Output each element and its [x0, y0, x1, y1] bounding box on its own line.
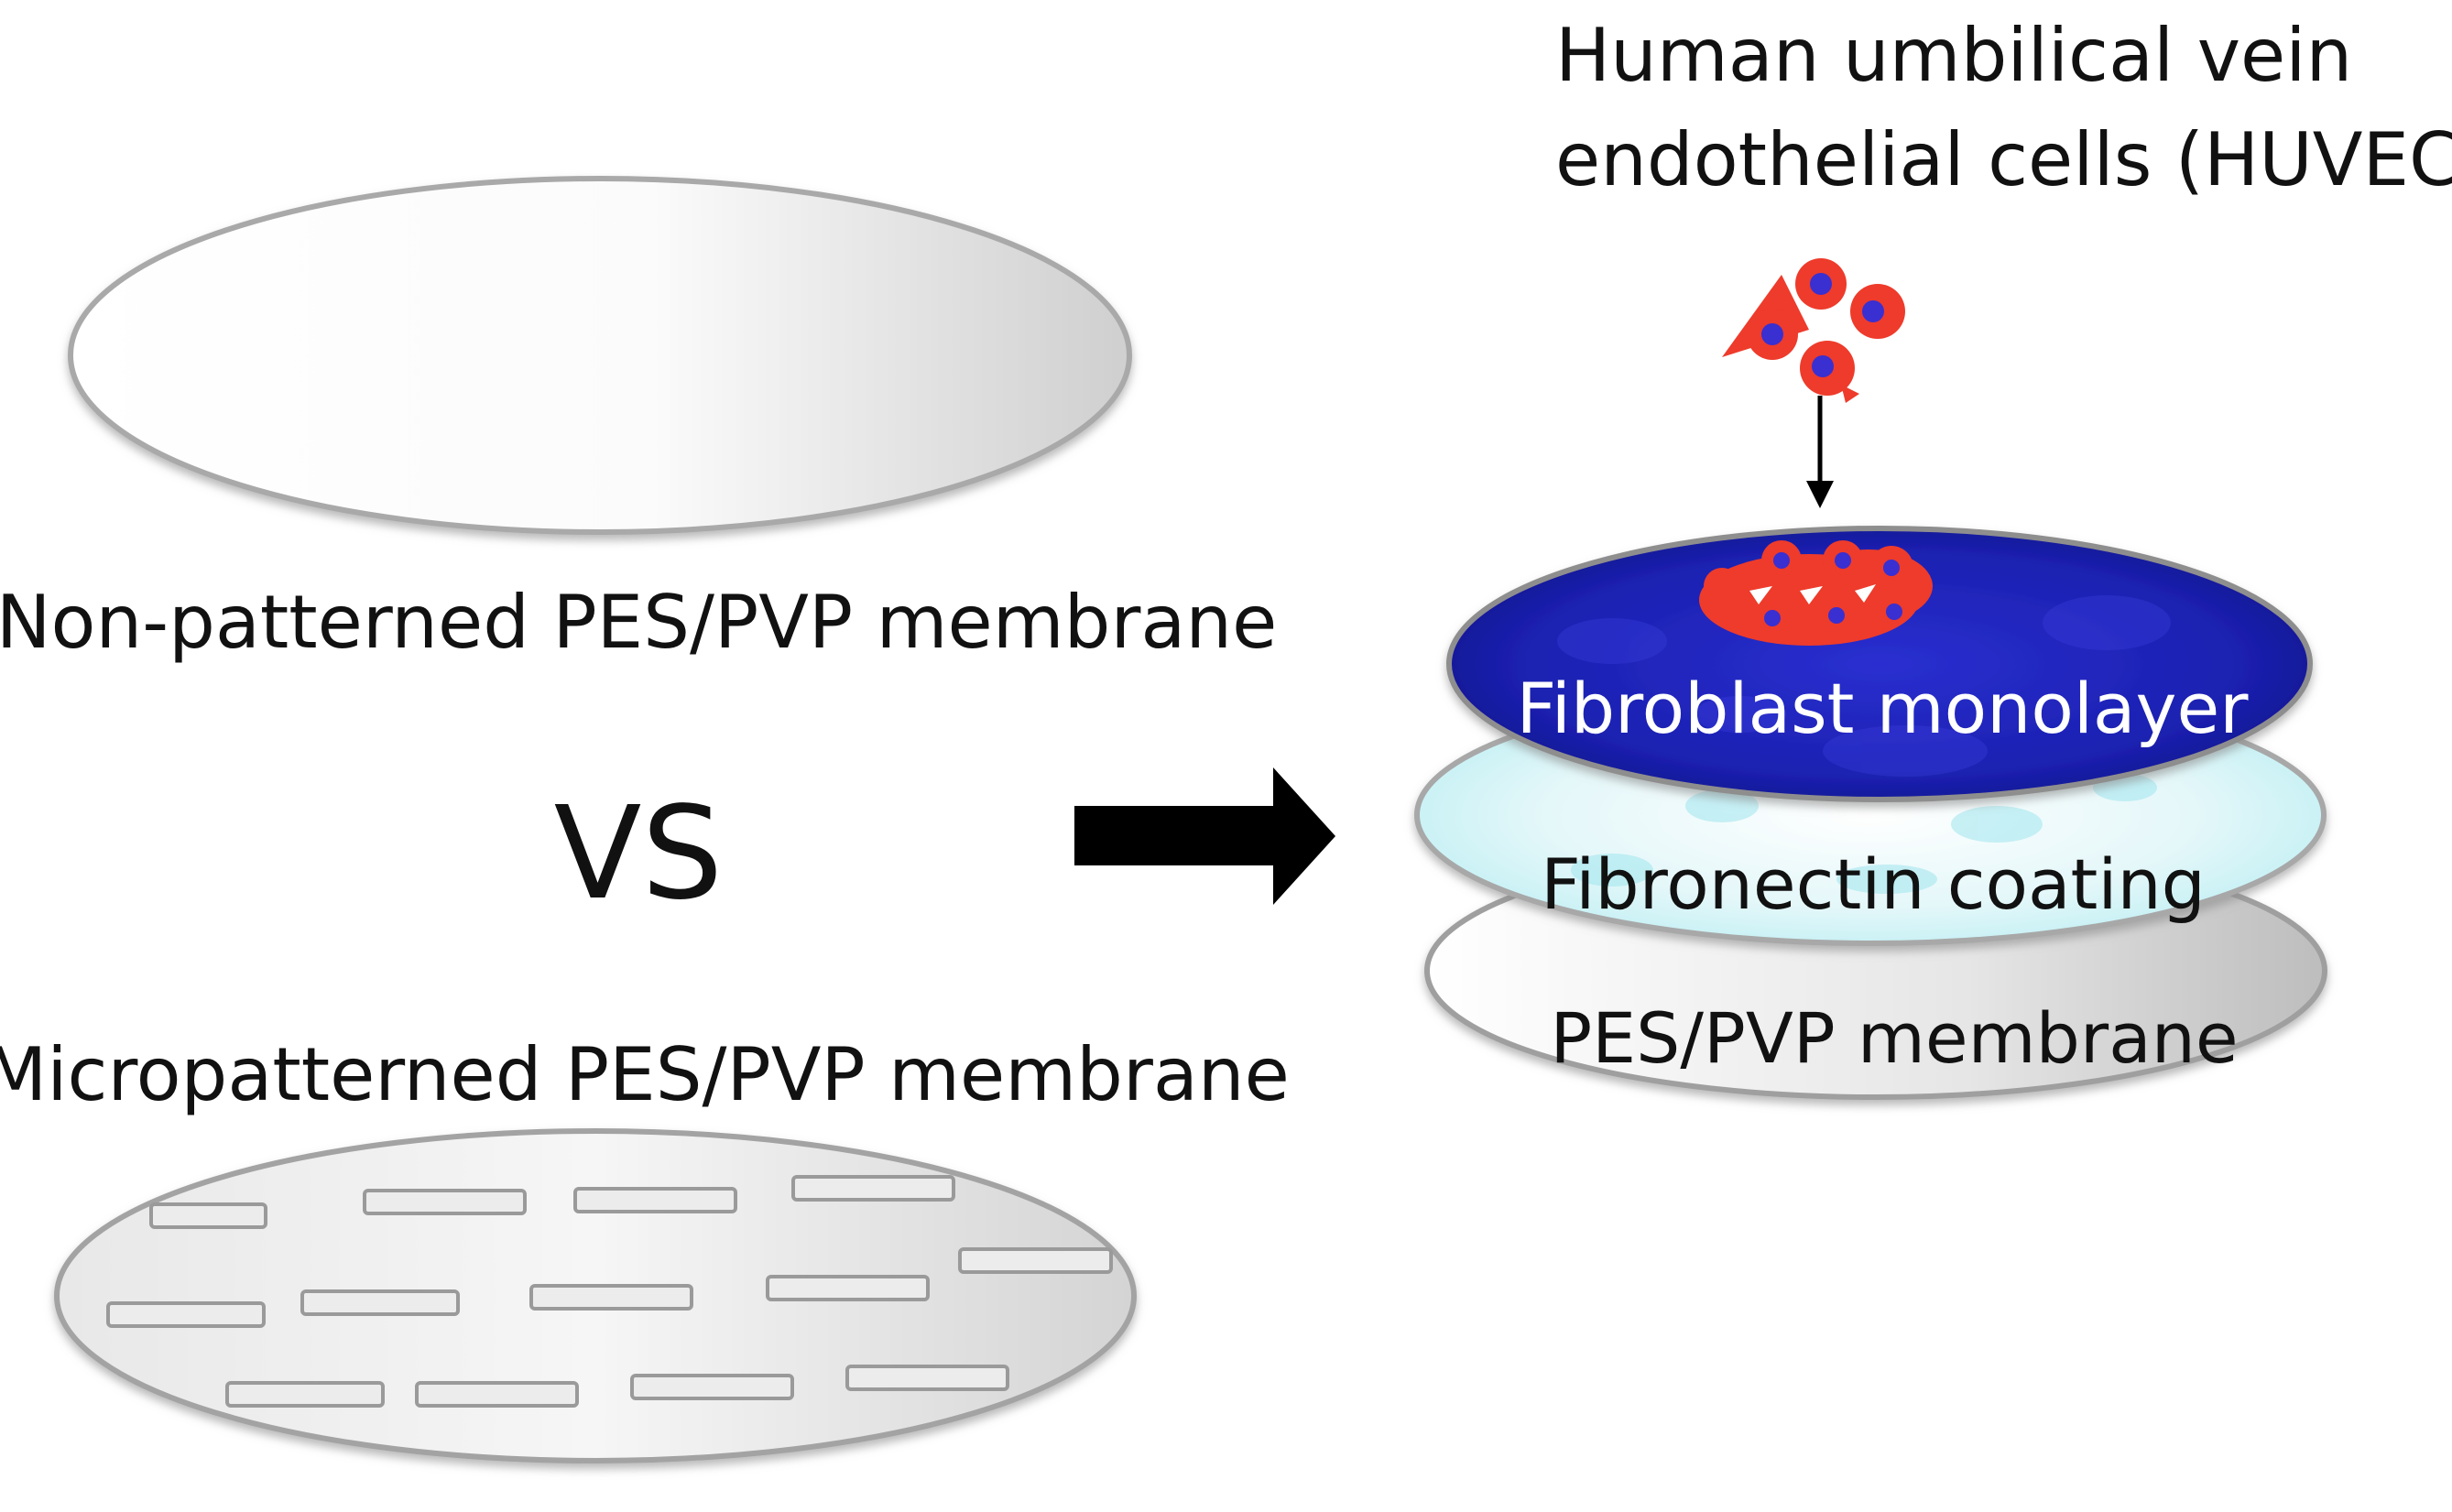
huvec-label-line1: Human umbilical vein	[1555, 13, 2352, 98]
micropatterned-label: Micropatterned PES/PVP membrane	[0, 1032, 1290, 1117]
fibroblast-monolayer-layer	[1446, 526, 2313, 802]
micropatterned-membrane	[54, 1128, 1137, 1463]
huvec-cluster-icon	[1722, 258, 1905, 403]
micropattern-grooves	[106, 1175, 1113, 1408]
right-arrow-icon	[1074, 767, 1335, 905]
non-patterned-membrane	[68, 176, 1132, 535]
vs-label: VS	[554, 779, 724, 929]
non-patterned-label: Non-patterned PES/PVP membrane	[0, 580, 1277, 665]
fibroblast-label: Fibroblast monolayer	[1517, 668, 2250, 749]
fibronectin-label: Fibronectin coating	[1541, 843, 2206, 925]
attached-huvecs	[1699, 540, 1933, 646]
pes-pvp-label: PES/PVP membrane	[1550, 997, 2238, 1079]
down-arrow-icon	[1806, 396, 1834, 508]
huvec-label-line2: endothelial cells (HUVECs)	[1555, 117, 2452, 202]
